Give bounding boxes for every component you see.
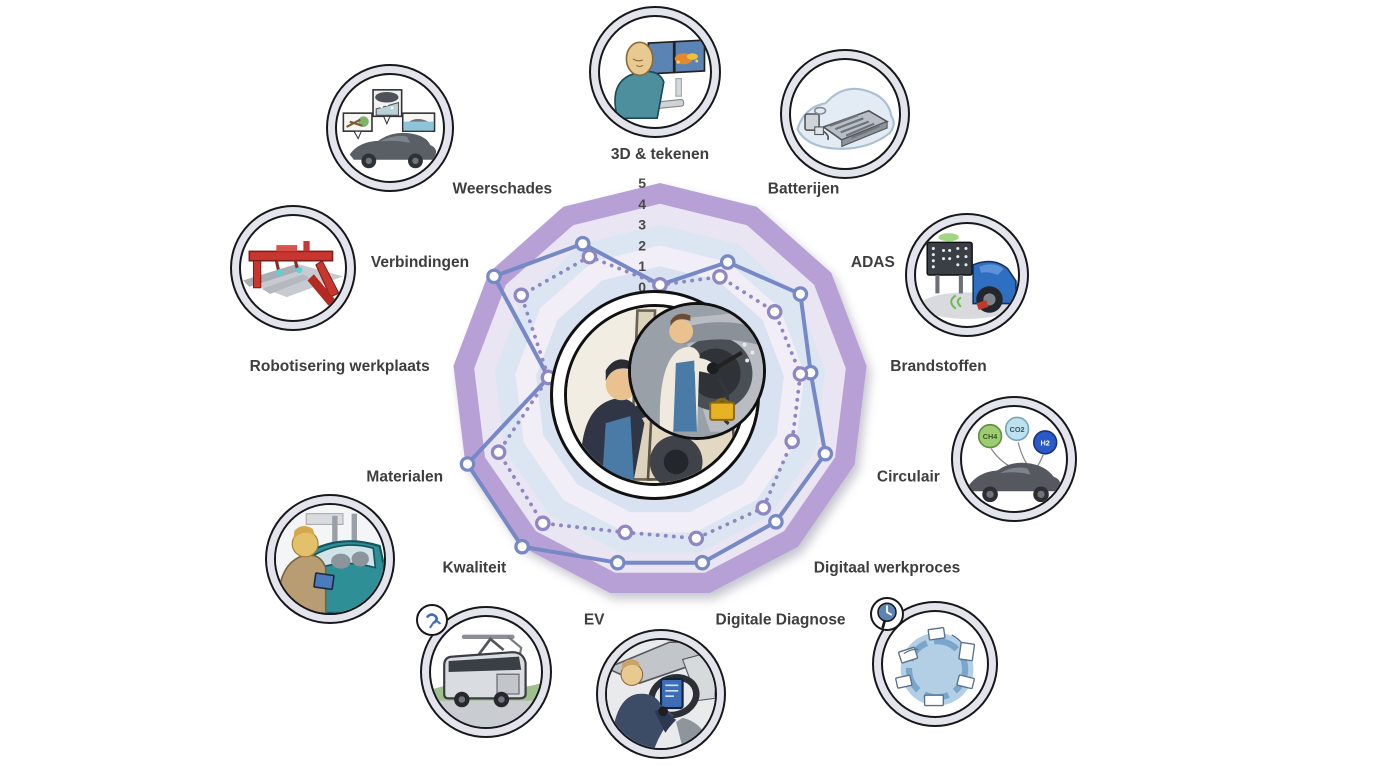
- radar-marker-dotted-12: [581, 248, 598, 265]
- radar-series-solid: [465, 241, 828, 565]
- illustration-3d-tekenen: [589, 6, 721, 138]
- inspector-tablet-car-icon: [276, 505, 384, 613]
- radar-marker-solid-5: [768, 513, 784, 530]
- tick-label-2: 2: [638, 237, 646, 253]
- charging-plug-badge: [416, 604, 448, 636]
- welding-gantry-icon: [243, 240, 343, 306]
- radar-marker-dotted-4: [784, 433, 800, 449]
- tick-label-4: 4: [638, 196, 646, 212]
- illustration-digitale-diagnose: [596, 629, 726, 759]
- adas-calibration-icon: [920, 233, 1017, 319]
- radar-marker-solid-6: [694, 554, 711, 571]
- radar-marker-dotted-6: [688, 530, 705, 547]
- workflow-cycle-icon: [895, 626, 976, 707]
- axis-label-8: Kwaliteit: [442, 560, 506, 577]
- magnifier-clock-badge: [870, 597, 904, 631]
- radar-marker-dotted-1: [712, 268, 728, 285]
- illustration-batterijen: [780, 49, 910, 179]
- radar-marker-dotted-7: [617, 524, 633, 541]
- axis-label-9: Materialen: [366, 468, 443, 485]
- radar-marker-solid-1: [719, 254, 736, 270]
- radar-marker-solid-8: [514, 538, 530, 555]
- balloon-label-ch4: CH4: [983, 432, 998, 441]
- axis-label-12: Weerschades: [453, 181, 553, 198]
- tick-label-3: 3: [638, 217, 646, 233]
- illustration-verbindingen: [230, 205, 356, 331]
- plug-icon: [419, 607, 445, 633]
- axis-label-3: Brandstoffen: [890, 358, 986, 375]
- tick-label-0: 0: [638, 279, 646, 295]
- axis-label-4: Circulair: [877, 468, 940, 485]
- radar-marker-dotted-3: [792, 366, 809, 382]
- 3d-scan-workstation-icon: [614, 39, 706, 120]
- radar-marker-dotted-9: [490, 444, 507, 460]
- radar-marker-solid-4: [817, 445, 834, 462]
- tick-label-1: 1: [638, 258, 646, 274]
- axis-label-2: ADAS: [851, 254, 895, 271]
- radar-series-dotted: [496, 254, 803, 541]
- balloon-label-co2: CO2: [1010, 425, 1025, 434]
- diagnostic-tablet-driver-icon: [607, 640, 715, 748]
- illustration-center-wheel-arch: [628, 302, 766, 440]
- radar-marker-solid-11: [486, 268, 502, 285]
- storm-hail-flood-damage-car-icon: [342, 89, 437, 169]
- illustration-digitaal-werkproces: [870, 597, 998, 727]
- axis-label-1: Batterijen: [768, 181, 840, 198]
- axis-label-10: Robotisering werkplaats: [250, 358, 430, 375]
- radar-marker-solid-2: [792, 286, 809, 302]
- electric-bus-pantograph-icon: [431, 634, 541, 727]
- illustration-weerschades: [326, 64, 454, 192]
- axis-label-5: Digitaal werkproces: [814, 560, 960, 577]
- clock-gauge-icon: [877, 602, 897, 629]
- axis-label-7: EV: [584, 611, 605, 628]
- radar-marker-dotted-8: [534, 515, 551, 532]
- illustration-fuel-balloons: CH4 CO2 H2: [951, 396, 1077, 522]
- radar-marker-solid-9: [459, 456, 476, 472]
- radar-marker-dotted-2: [766, 303, 783, 320]
- illustration-ev-bus: [416, 604, 552, 738]
- ev-battery-pack-icon: [796, 87, 895, 150]
- radar-marker-solid-12: [574, 235, 591, 252]
- car-gas-balloons-icon: CH4 CO2 H2: [968, 416, 1061, 503]
- axis-label-11: Verbindingen: [371, 254, 469, 271]
- axis-label-0: 3D & tekenen: [611, 146, 709, 163]
- axis-label-6: Digitale Diagnose: [716, 611, 846, 628]
- wheel-arch-mechanic-icon: [631, 305, 763, 437]
- balloon-label-h2: H2: [1041, 438, 1050, 447]
- illustration-kwaliteit: [265, 494, 395, 624]
- illustration-adas: [905, 213, 1029, 337]
- radar-marker-solid-7: [609, 554, 626, 571]
- tick-label-5: 5: [638, 175, 646, 191]
- radar-marker-dotted-5: [755, 499, 772, 516]
- radar-marker-dotted-11: [513, 287, 530, 304]
